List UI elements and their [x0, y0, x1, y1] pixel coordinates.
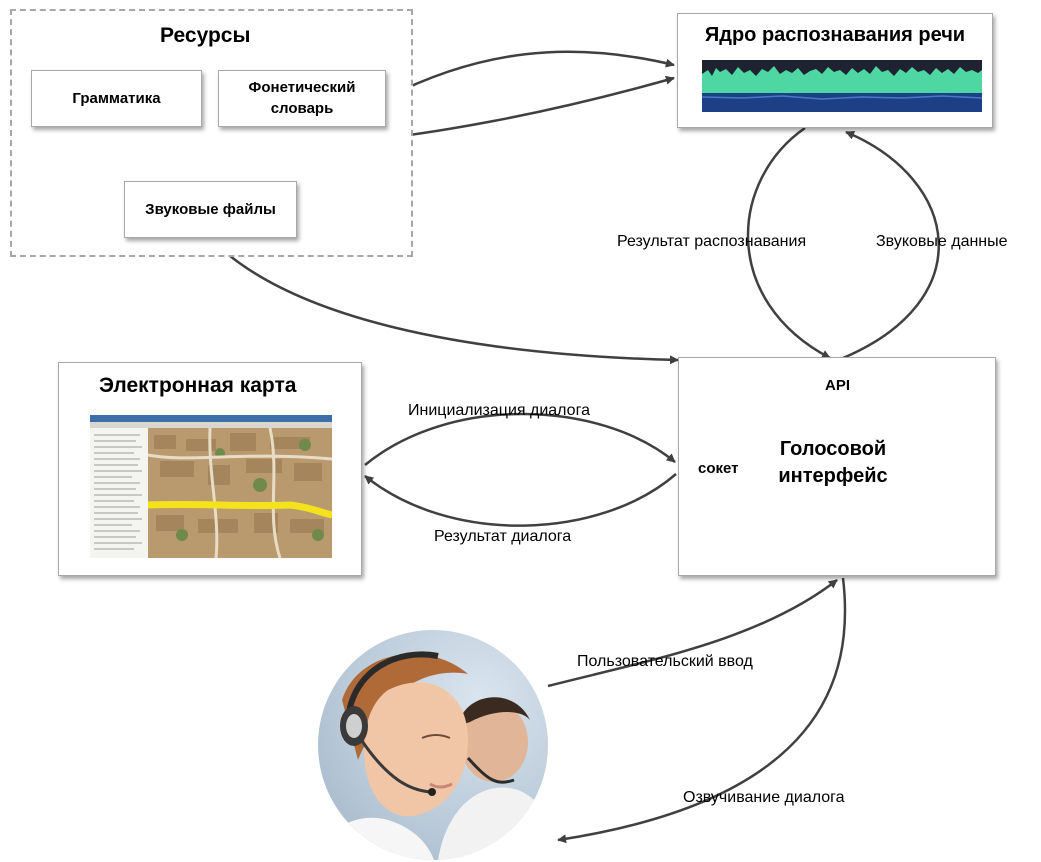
- arrow-dialog-init: [364, 412, 676, 466]
- user-input-label: Пользовательский ввод: [577, 653, 753, 670]
- api-label: API: [825, 377, 851, 394]
- voice-title-line1: Голосовой: [779, 438, 887, 460]
- electronic-map-box: Электронная карта: [58, 362, 362, 576]
- voice-interface-box: API сокет Голосовой интерфейс: [678, 357, 996, 576]
- sound-files-box: Звуковые файлы: [124, 181, 297, 238]
- recognition-result-label: Результат распознавания: [617, 233, 807, 250]
- speech-recognition-core-box: Ядро распознавания речи: [677, 13, 993, 128]
- operators-illustration: [318, 651, 548, 860]
- arrow-phonetic-to-core: [385, 50, 675, 100]
- resources-title: Ресурсы: [160, 24, 251, 47]
- phonetic-label-line1: Фонетический: [248, 79, 356, 97]
- arrow-dialog-voicing: [557, 577, 847, 844]
- grammar-label: Грамматика: [72, 90, 161, 107]
- dialog-voicing-label: Озвучивание диалога: [683, 789, 845, 806]
- socket-label: сокет: [698, 460, 739, 477]
- waveform-image: [702, 60, 982, 112]
- arrow-sound-data: [842, 130, 940, 360]
- arrow-dialog-result: [364, 473, 677, 527]
- voice-title-line2: интерфейс: [778, 465, 888, 487]
- arrow-recognition-result: [746, 126, 831, 360]
- arrow-soundfiles-to-voice: [209, 237, 679, 365]
- map-title: Электронная карта: [99, 374, 297, 397]
- voice-interface-title: Голосовой интерфейс: [773, 436, 893, 490]
- sound-files-label: Звуковые файлы: [145, 201, 276, 218]
- core-title: Ядро распознавания речи: [704, 24, 966, 46]
- dialog-result-label: Результат диалога: [434, 528, 572, 545]
- operators-photo: [318, 630, 548, 860]
- sound-data-label: Звуковые данные: [876, 233, 1008, 250]
- grammar-box: Грамматика: [31, 70, 202, 127]
- dialog-init-label: Инициализация диалога: [408, 402, 590, 419]
- map-screenshot-image: [90, 415, 332, 558]
- phonetic-label-line2: словарь: [270, 99, 334, 117]
- phonetic-dictionary-box: Фонетический словарь: [218, 70, 386, 127]
- arrow-user-input: [547, 579, 838, 688]
